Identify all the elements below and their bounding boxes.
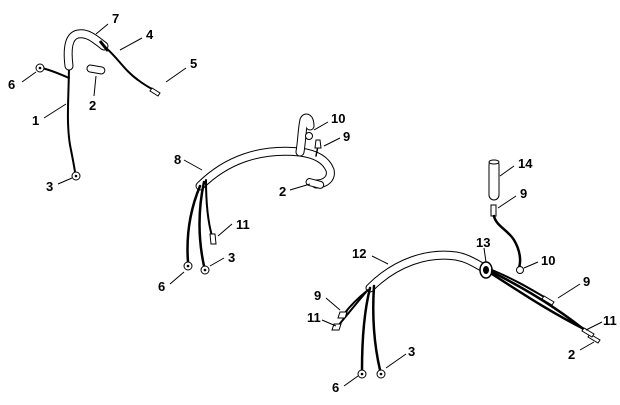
callout-11: 11 <box>236 217 250 232</box>
callout-6: 6 <box>158 279 165 294</box>
callout-10: 10 <box>331 111 345 126</box>
ring-terminal <box>516 266 524 274</box>
callout-3: 3 <box>408 344 415 359</box>
main-cable <box>66 61 76 173</box>
callout-8: 8 <box>174 152 181 167</box>
callout-7: 7 <box>112 11 119 26</box>
callout-11: 11 <box>307 310 321 325</box>
callout-2: 2 <box>568 347 575 362</box>
callout-9: 9 <box>583 274 590 289</box>
callout-10: 10 <box>541 253 555 268</box>
lead-wire <box>105 47 155 91</box>
callout-13: 13 <box>476 235 490 250</box>
splice-sleeve <box>305 178 325 189</box>
callout-9: 9 <box>343 129 350 144</box>
harness-assembly-2: 10 9 8 2 11 3 6 <box>158 111 350 294</box>
callout-6: 6 <box>332 380 339 395</box>
tube <box>488 159 500 201</box>
callout-14: 14 <box>518 156 533 171</box>
callout-2: 2 <box>279 184 286 199</box>
callout-12: 12 <box>352 246 366 261</box>
harness-assembly-3: 14 9 13 12 10 9 9 11 11 3 2 6 <box>307 156 617 395</box>
callout-3: 3 <box>46 179 53 194</box>
callout-5: 5 <box>190 56 197 71</box>
callout-4: 4 <box>146 27 154 42</box>
callout-11: 11 <box>603 313 617 328</box>
callout-9: 9 <box>520 186 527 201</box>
callout-6: 6 <box>8 77 15 92</box>
callout-9: 9 <box>314 288 321 303</box>
callout-3: 3 <box>228 250 235 265</box>
callout-2: 2 <box>89 98 96 113</box>
splice-sleeve <box>86 64 106 75</box>
callout-1: 1 <box>32 113 39 128</box>
ring-terminal <box>305 132 313 140</box>
harness-assembly-1: 7 4 5 6 2 1 3 <box>8 11 197 194</box>
